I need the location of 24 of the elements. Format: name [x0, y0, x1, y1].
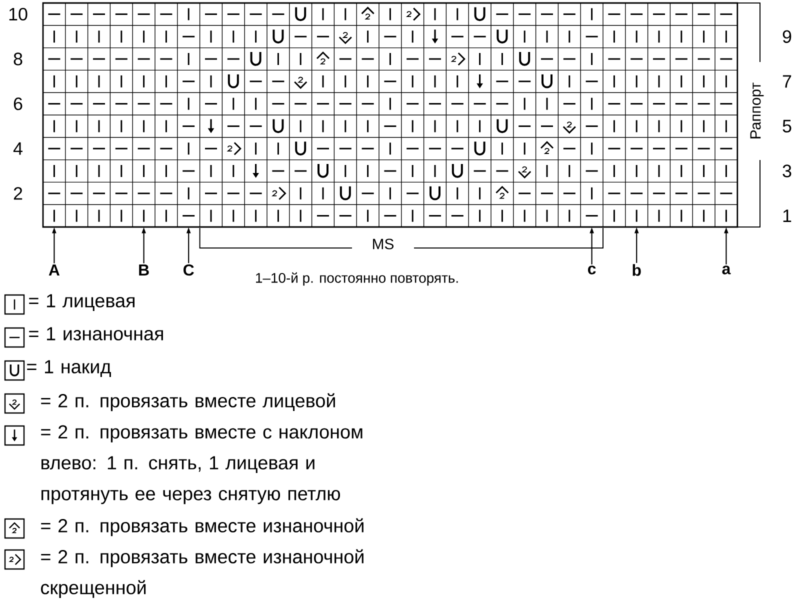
row-number: 9 — [782, 30, 792, 43]
row-number: 5 — [782, 120, 792, 132]
row-number: 6 — [14, 97, 22, 110]
column-letter: b — [632, 264, 641, 276]
legend-text: = 2 п. провязать вместе лицевой — [41, 393, 335, 412]
row-number: 4 — [13, 142, 22, 155]
note: 1–10-й р. постоянно повторять. — [256, 272, 458, 286]
knitting-chart-drawing — [42, 2, 738, 228]
row-number: 2 — [14, 187, 22, 200]
column-letter: c — [588, 266, 596, 274]
row-number: 1 — [783, 210, 792, 222]
row-number: 7 — [782, 75, 792, 88]
row-number: 8 — [14, 52, 22, 66]
row-number: 3 — [782, 164, 792, 178]
column-letter: C — [184, 264, 194, 276]
column-letter: a — [722, 266, 731, 274]
legend-text: = 1 лицевая — [29, 294, 134, 311]
legend-text: = 2 п. провязать вместе с наклоном влево: 1 п. снять, 1 лицевая и протянуть ее через снятую петлю — [41, 425, 362, 504]
column-letter: B — [139, 264, 149, 276]
legend-text: = 2 п. провязать вместе изнаночной — [41, 518, 364, 536]
legend-text: = 1 накид — [27, 360, 111, 377]
column-letter: A — [48, 264, 60, 276]
legend-text: = 2 п. провязать вместе изнаночной скрещенной — [41, 549, 364, 598]
legend-text: = 1 изнаночная — [29, 327, 163, 340]
